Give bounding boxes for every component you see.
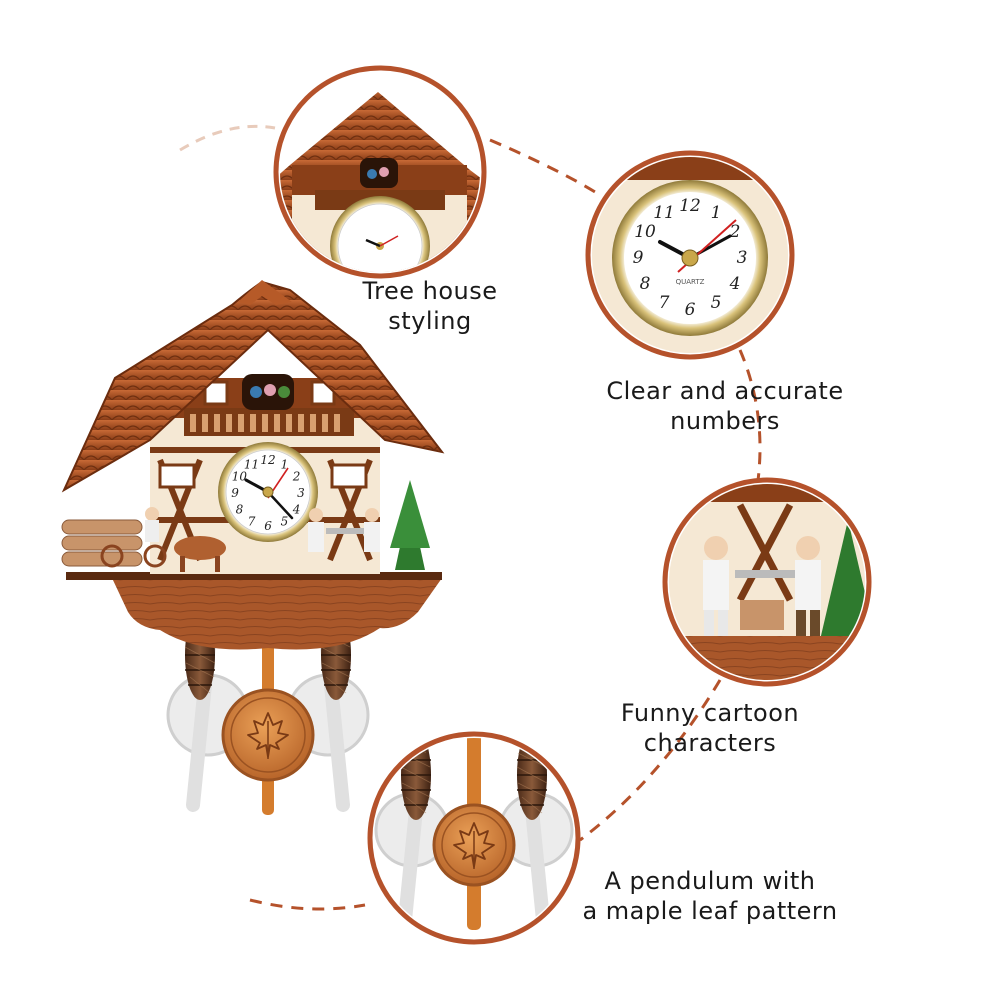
- dial-numeral: 9: [231, 486, 239, 500]
- feature-label-pendulum: A pendulum with a maple leaf pattern: [582, 867, 838, 925]
- feature-label-tree-house: Tree house styling: [362, 277, 498, 335]
- dial-numeral: 2: [729, 222, 741, 242]
- detail-circle-characters: [662, 477, 872, 687]
- dial-numeral: 1: [281, 457, 289, 471]
- connector-arc-top: [179, 124, 276, 152]
- dial-numeral: 7: [659, 293, 670, 313]
- dial-numeral: 4: [729, 274, 741, 294]
- woodcutter-scene: [61, 480, 430, 572]
- connector-arc-1: [489, 138, 601, 197]
- dial-numeral: 5: [711, 293, 722, 313]
- dial-numeral: 6: [685, 300, 696, 320]
- dial-numeral: 9: [633, 248, 644, 268]
- connector-arc-bottom: [249, 898, 366, 911]
- connector-arc-3: [579, 679, 722, 842]
- feature-label-numbers: Clear and accurate numbers: [606, 377, 844, 435]
- dial-numeral: 3: [297, 486, 305, 500]
- dial-numeral: 7: [248, 515, 256, 529]
- detail-circle-pendulum: [367, 731, 581, 945]
- dial-numeral: 12: [679, 196, 701, 216]
- dial-brand: QUARTZ: [676, 278, 705, 286]
- dial-numeral: 5: [281, 515, 289, 529]
- dial-numeral: 10: [634, 222, 656, 242]
- dial-numeral: 8: [236, 503, 244, 517]
- dial-numeral: 3: [737, 248, 748, 268]
- dial-numeral: 10: [232, 470, 248, 484]
- dial-numeral: 2: [292, 470, 301, 484]
- dial-numeral: 8: [640, 274, 651, 294]
- dial-numeral: 6: [264, 519, 272, 533]
- dial-numeral: 11: [653, 203, 675, 223]
- dial-numeral: 11: [244, 457, 259, 471]
- clock-base: [112, 578, 442, 650]
- detail-circle-roof: [273, 65, 487, 279]
- dial-numeral: 1: [711, 203, 722, 223]
- feature-label-characters: Funny cartoon characters: [620, 699, 800, 757]
- dial-numeral: 12: [260, 453, 275, 467]
- dial-numeral: 4: [292, 503, 301, 517]
